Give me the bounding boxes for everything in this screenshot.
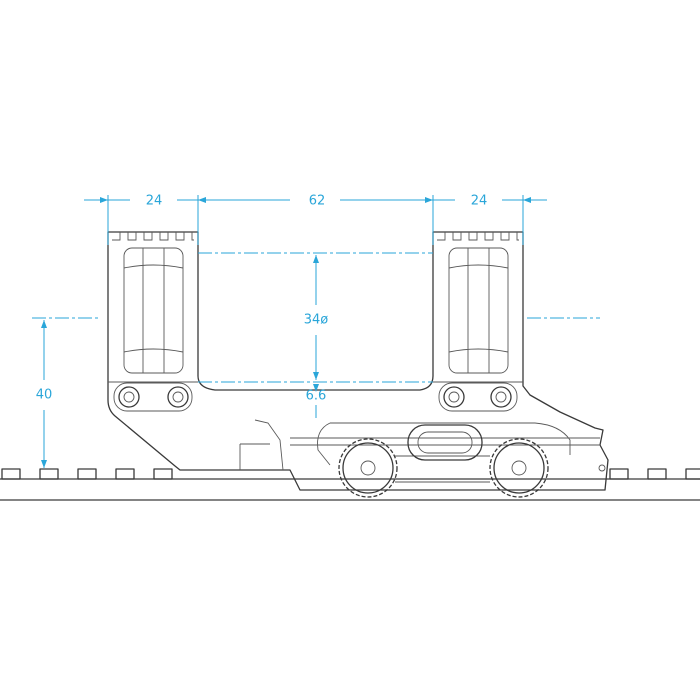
left-ring-window: [123, 247, 184, 374]
dim-tube-diameter: 34ø: [304, 313, 329, 328]
dim-center-height: 40: [36, 388, 53, 403]
rail-tooth: [609, 468, 629, 480]
dim-left-ring-width: 24: [146, 194, 163, 209]
rail-tooth: [153, 468, 173, 480]
cross-bolt-slot: [407, 424, 483, 461]
ring-screw: [490, 386, 512, 408]
rail-tooth: [39, 468, 59, 480]
ring-cap-teeth: [112, 232, 194, 241]
rail-tooth: [77, 468, 97, 480]
rail-tooth: [115, 468, 135, 480]
picatinny-rail: [0, 468, 700, 501]
rail-tooth: [1, 468, 21, 480]
rail-tooth: [647, 468, 667, 480]
ring-screw: [167, 386, 189, 408]
right-ring-window: [448, 247, 509, 374]
ring-screw: [443, 386, 465, 408]
mount-body: [107, 231, 609, 498]
clamp-knob-right: [489, 438, 549, 498]
ring-screw: [118, 386, 140, 408]
dimension-lines: 24 62 24 34ø 6.6 40: [32, 194, 600, 468]
clamp-knob-left: [338, 438, 398, 498]
ring-cap-teeth: [437, 232, 519, 241]
dim-right-ring-width: 24: [471, 194, 488, 209]
dim-ring-gap: 6.6: [306, 389, 327, 404]
dim-ring-spacing: 62: [309, 194, 326, 209]
rail-tooth: [685, 468, 700, 480]
